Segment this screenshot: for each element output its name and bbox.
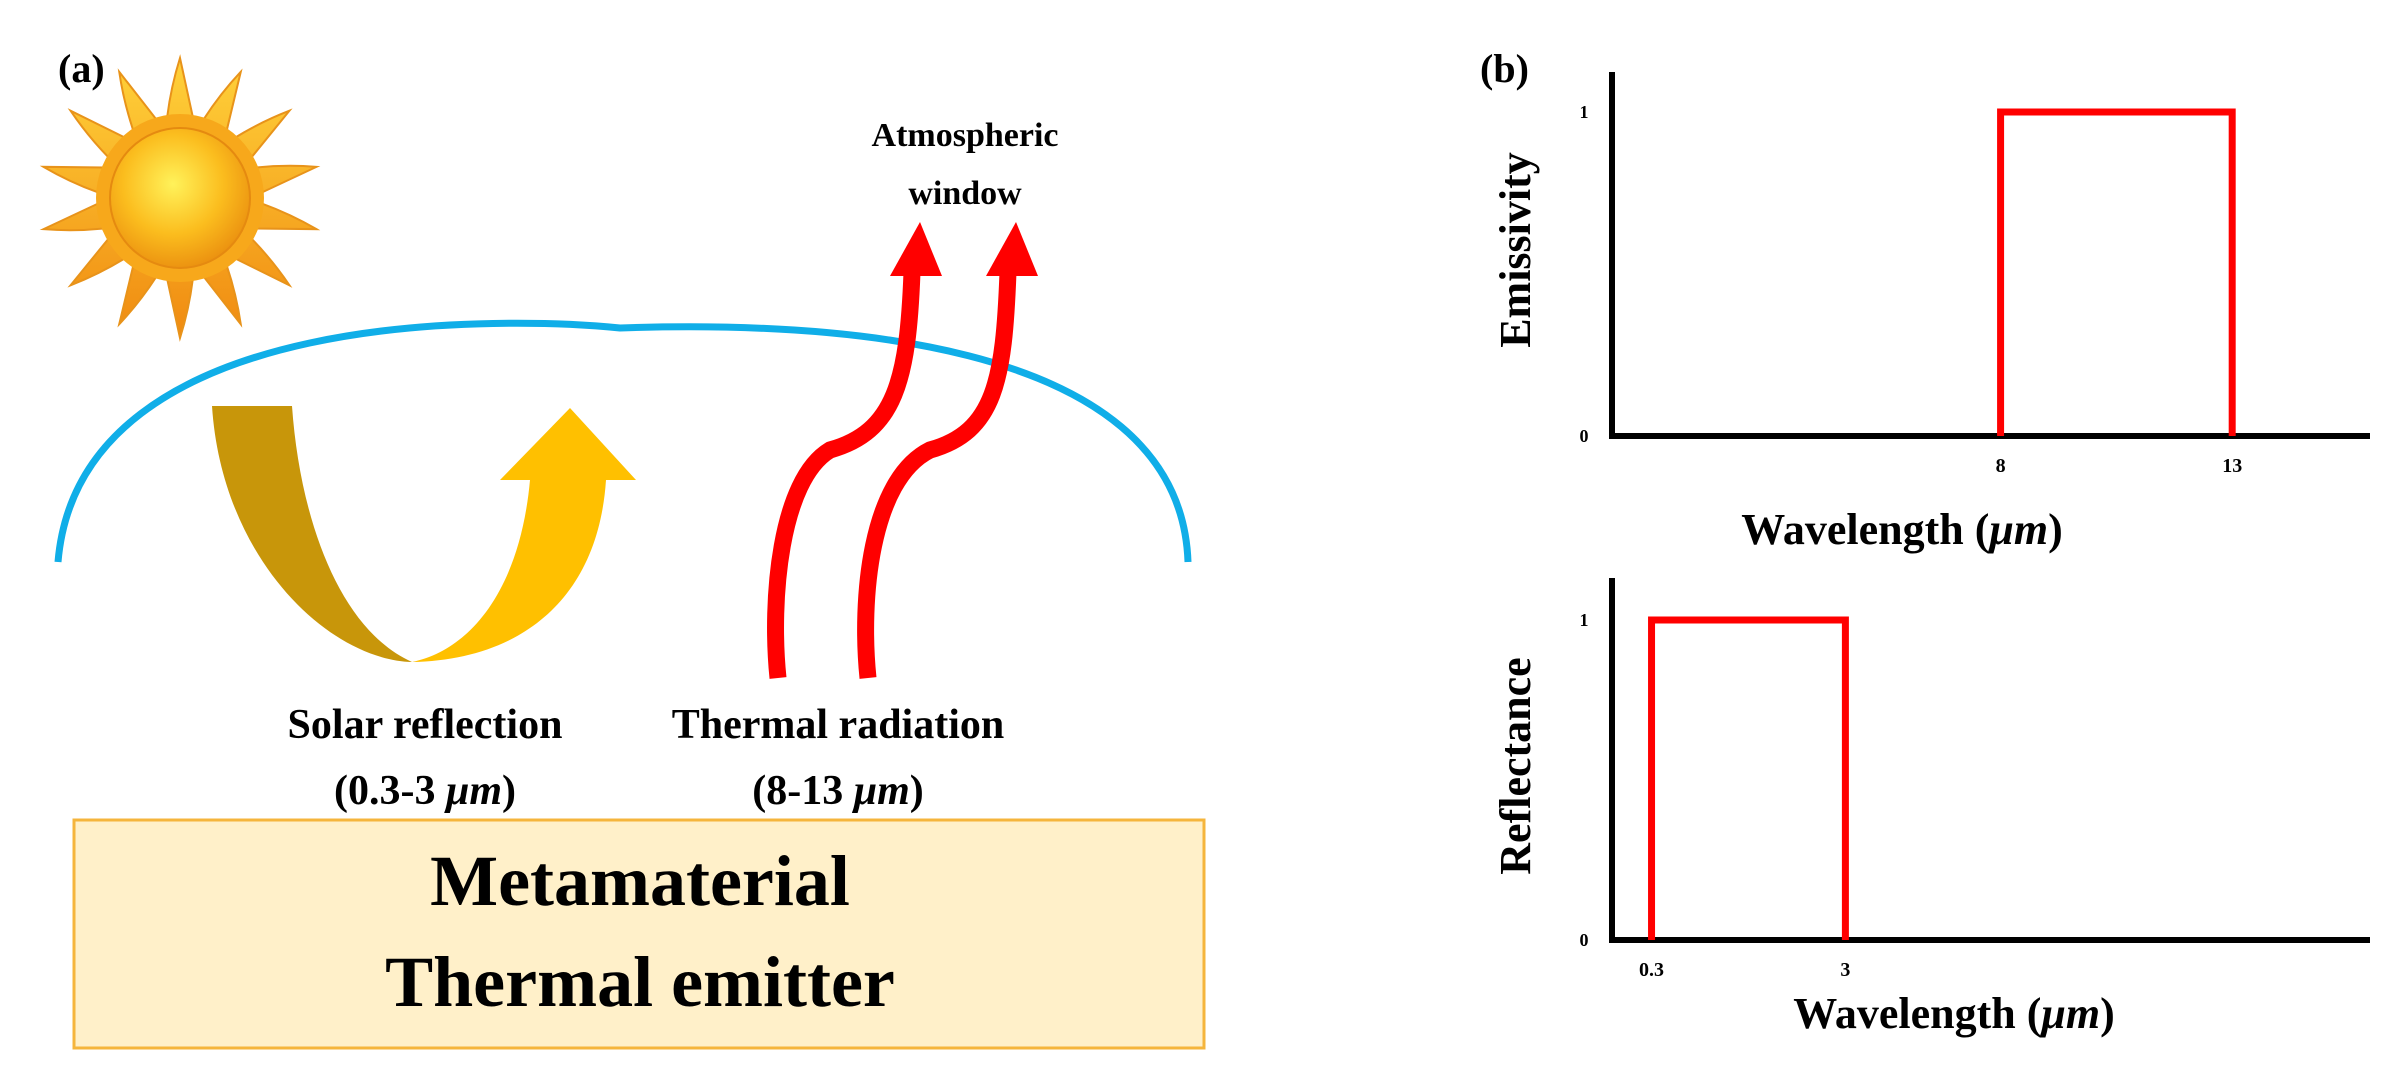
series-line [1997,108,2236,436]
x-tick-label: 8 [1996,455,2006,477]
atmospheric-window-label-line2: window [908,175,1022,212]
thermal-radiation-arrows [767,222,1038,679]
thermal-arrowhead-1 [890,222,942,276]
solar-reflection-arrow [212,406,636,662]
y-tick-label: 0 [1580,426,1589,446]
atmospheric-window-label-line1: Atmospheric [872,117,1059,154]
thermal-arrow-2 [857,271,1017,679]
y-axis-label: Emissivity [1491,152,1540,348]
emitter-label-line2: Thermal emitter [385,942,895,1022]
sun-icon [39,54,321,342]
thermal-arrowhead-2 [986,222,1038,276]
x-tick-label: 13 [2222,455,2242,477]
sun-core [109,127,251,269]
x-tick-label: 0.3 [1639,959,1664,981]
sun-rays [39,54,321,342]
emitter-label-line1: Metamaterial [430,841,850,921]
panel-a: (a) Atmospheric window Solar reflection … [39,46,1206,1050]
panel-b-label: (b) [1480,46,1529,91]
thermal-radiation-range: (8-13 μm) [752,768,924,814]
x-axis-label: Wavelength (μm) [1793,989,2114,1038]
metamaterial-emitter-box [72,818,1206,1050]
y-tick-label: 1 [1580,102,1589,122]
atmosphere-arc [54,319,1192,563]
solar-reflection-range: (0.3-3 μm) [334,768,516,814]
y-tick-label: 0 [1580,930,1589,950]
thermal-arrow-1 [767,271,921,679]
x-axis-label: Wavelength (μm) [1741,505,2062,554]
x-tick-label: 3 [1840,959,1850,981]
panel-a-label: (a) [58,46,105,91]
solar-reflection-label: Solar reflection [288,702,563,748]
series-line [1648,616,1849,940]
y-tick-label: 1 [1580,610,1589,630]
y-axis-label: Reflectance [1491,657,1540,874]
thermal-radiation-label: Thermal radiation [672,702,1005,748]
